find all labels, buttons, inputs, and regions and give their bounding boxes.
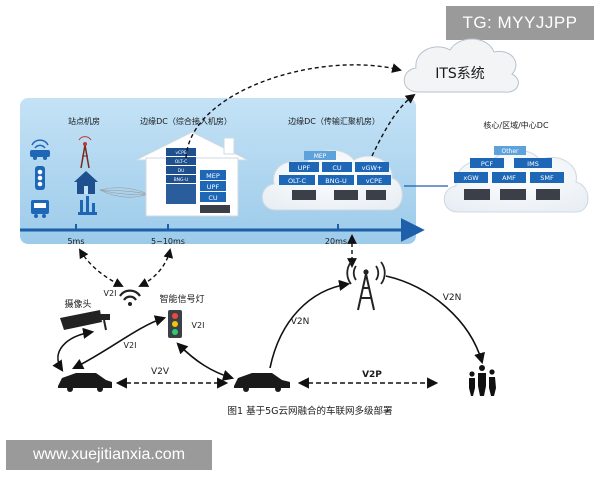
edge-agg-module: vGW+ [362, 164, 383, 172]
core-modules: Other PCF IMS xGW AMF SMF [454, 146, 564, 200]
traffic-light-icon [35, 166, 45, 190]
arrow-edge-access-to-its [185, 63, 402, 159]
v2n-left-label: V2N [291, 317, 310, 327]
watermark-bottom: www.xuejitianxia.com [6, 440, 212, 470]
edge-access-server-rack: vCPE OLT-C DU BNG-U [166, 148, 196, 204]
edge-access-module-upf: UPF [207, 183, 220, 191]
edge-access-stack-item: BNG-U [174, 177, 189, 183]
figure-caption: 图1 基于5G云网融合的车联网多级部署 [228, 405, 393, 417]
edge-access-stack-item: vCPE [175, 150, 187, 156]
camera-label: 摄像头 [64, 298, 91, 310]
its-label: ITS系统 [435, 66, 485, 82]
edge-agg-module: CU [332, 164, 342, 172]
radio-link-beams [99, 187, 149, 198]
car-right-icon [234, 373, 290, 392]
its-cloud [403, 38, 519, 93]
arrow-edge-to-wifi [138, 248, 174, 287]
core-module: AMF [502, 174, 516, 182]
wifi-car-icon [30, 139, 50, 160]
cell-tower-field-icon [346, 261, 386, 311]
core-module-top: Other [501, 148, 519, 155]
arrow-edge-agg-to-its [371, 93, 416, 157]
edge-agg-module: UPF [298, 164, 311, 172]
link-tower-to-pedestrians [385, 275, 485, 365]
edge-access-label: 边缘DC（综合接入机房） [140, 116, 232, 126]
core-module: xGW [463, 174, 479, 182]
watermark-top: TG: MYYJJPP [446, 6, 594, 40]
edge-access-modules: MEP UPF CU [200, 170, 230, 213]
camera-icon [60, 310, 110, 331]
core-server-icon [536, 189, 560, 200]
core-label: 核心/区域/中心DC [483, 120, 549, 130]
latency-edge-aggregation: 20ms [325, 237, 347, 246]
link-signal-to-car [176, 342, 235, 381]
link-car-to-camera [52, 327, 95, 372]
edge-agg-module: vCPE [366, 177, 382, 185]
core-module: SMF [540, 174, 554, 182]
v2i-signal-label: V2I [192, 321, 205, 330]
station-label: 站点机房 [68, 116, 100, 126]
v2i-car-label: V2I [124, 341, 137, 350]
latency-edge-access: 5~10ms [151, 237, 185, 246]
wifi-icon [119, 289, 141, 306]
link-car-to-tower [269, 279, 351, 369]
cell-tower-icon [78, 136, 92, 169]
core-module: IMS [527, 160, 539, 168]
v2n-right-label: V2N [443, 293, 462, 303]
edge-agg-module: OLT-C [288, 177, 307, 185]
antenna-icon [78, 196, 97, 215]
edge-access-module-cu: CU [208, 194, 218, 202]
edge-agg-module-top: MEP [314, 153, 327, 160]
smart-traffic-light-icon [168, 310, 182, 338]
edge-access-stack-item: DU [178, 168, 185, 174]
edge-access-module-mep: MEP [206, 172, 220, 180]
edge-access-stack-item: OLT-C [175, 159, 188, 165]
link-car-to-signal [71, 315, 167, 370]
station-house-icon [74, 171, 98, 194]
signal-label: 智能信号灯 [159, 293, 204, 305]
edge-agg-server-icon [292, 190, 316, 200]
arrow-station-to-wifi [78, 248, 124, 287]
edge-aggregation-label: 边缘DC（传输汇聚机房） [288, 116, 380, 126]
core-server-icon [500, 189, 526, 200]
car-left-icon [58, 373, 112, 392]
core-module: PCF [481, 160, 493, 168]
core-server-icon [464, 189, 490, 200]
edge-agg-module: BNG-U [325, 177, 347, 185]
edge-agg-server-icon [366, 190, 386, 200]
v2v-label: V2V [151, 367, 170, 377]
edge-agg-server-icon [334, 190, 358, 200]
v2i-camera-label: V2I [104, 289, 117, 298]
latency-station: 5ms [67, 237, 84, 246]
edge-aggregation-modules: MEP UPF CU vGW+ OLT-C BNG-U vCPE [279, 151, 391, 200]
v2p-label: V2P [362, 370, 382, 380]
pedestrians-icon [469, 365, 496, 396]
bus-stop-icon [31, 200, 49, 218]
